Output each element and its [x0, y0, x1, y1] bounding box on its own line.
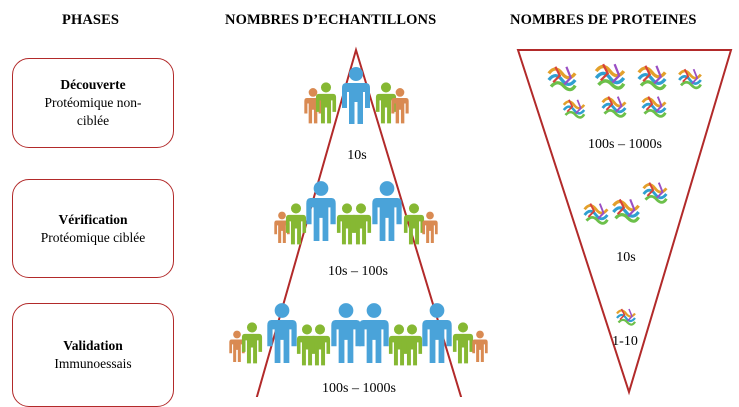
phase-box-verification: Vérification Protéomique ciblée [12, 179, 174, 278]
person-icon [422, 211, 438, 243]
phase-title: Validation [63, 338, 123, 353]
protein-structure-icon [642, 181, 668, 204]
proteins-pyramid-outline [516, 49, 733, 396]
phase-box-discovery: Découverte Protéomique non- ciblée [12, 58, 174, 148]
protein-structure-icon [611, 197, 641, 223]
person-icon [309, 324, 331, 366]
person-group-discovery [304, 67, 409, 124]
pyramid-graphic [229, 46, 733, 397]
header-samples: NOMBRES D’ECHANTILLONS [225, 12, 437, 28]
protein-structure-icon [637, 64, 667, 91]
person-icon [391, 88, 409, 124]
person-icon [372, 181, 402, 241]
phase-subtitle: Protéomique ciblée [40, 229, 146, 245]
phase-title: Découverte [60, 77, 126, 92]
protein-count-validation: 1-10 [612, 334, 638, 349]
phase-box-validation: Validation Immunoessais [12, 303, 174, 407]
phase-title: Vérification [58, 211, 128, 227]
protein-structure-icon [615, 307, 637, 326]
protein-count-discovery: 100s – 1000s [588, 137, 662, 152]
sample-count-verification: 10s – 100s [328, 264, 388, 279]
person-icon [267, 303, 297, 363]
protein-group-discovery [547, 62, 703, 119]
protein-group-validation [615, 307, 637, 326]
protein-structure-icon [601, 95, 627, 118]
protein-structure-icon [547, 65, 577, 92]
protein-structure-icon [641, 95, 667, 118]
protein-group-verification [583, 181, 668, 225]
phase-subtitle: Protéomique non- [44, 95, 142, 110]
protein-structure-icon [562, 98, 586, 119]
phase-subtitle: Immunoessais [54, 356, 132, 371]
person-icon [401, 324, 423, 366]
header-proteins: NOMBRES DE PROTEINES [510, 12, 697, 28]
person-icon [452, 322, 474, 364]
header-phases: PHASES [62, 12, 120, 28]
protein-structure-icon [677, 67, 703, 90]
person-icon [296, 324, 318, 366]
person-icon [472, 330, 488, 362]
protein-structure-icon [583, 202, 609, 225]
sample-count-validation: 100s – 1000s [322, 381, 396, 396]
person-icon [359, 303, 389, 363]
protein-structure-icon [594, 62, 626, 90]
person-icon [306, 181, 336, 241]
person-icon [241, 322, 263, 364]
person-icon [342, 67, 370, 124]
sample-count-discovery: 10s [347, 148, 367, 163]
protein-count-verification: 10s [616, 250, 636, 265]
person-icon [315, 82, 337, 124]
phase-subtitle: ciblée [76, 113, 110, 128]
person-group-verification [274, 181, 438, 245]
person-icon [331, 303, 361, 363]
person-icon [350, 203, 372, 245]
person-icon [388, 324, 410, 366]
